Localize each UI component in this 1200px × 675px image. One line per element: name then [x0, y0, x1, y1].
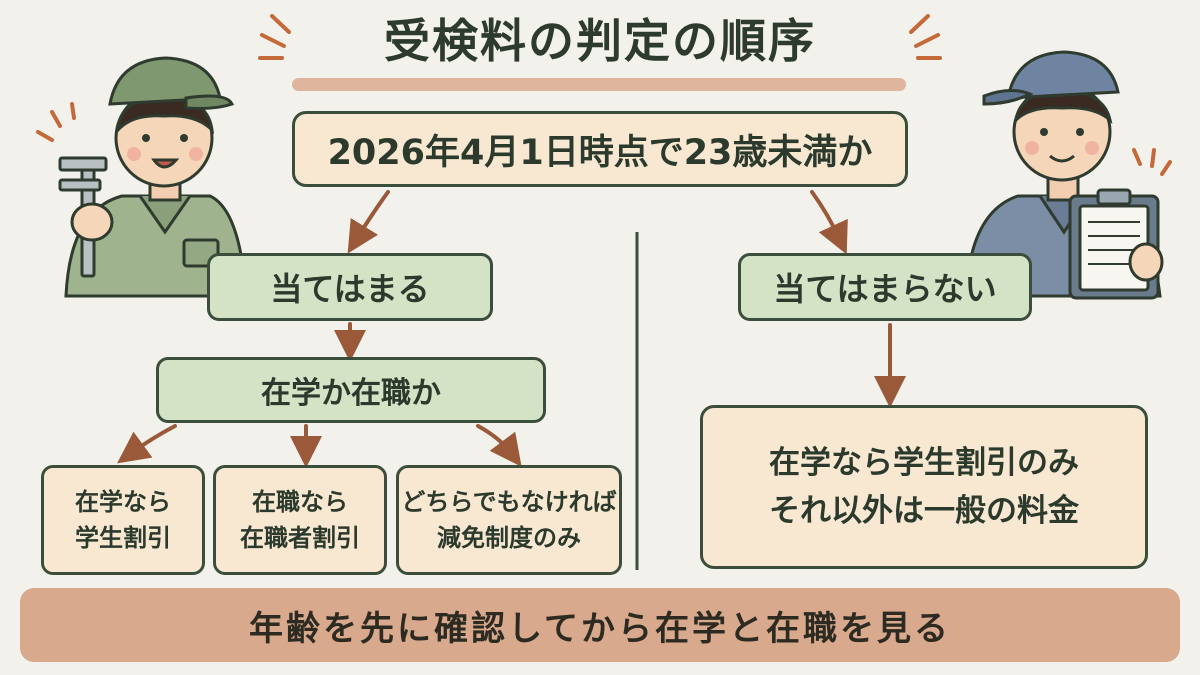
- footer-banner: 年齢を先に確認してから在学と在職を見る: [20, 588, 1180, 662]
- flow-arrows: [117, 190, 906, 468]
- arrow-main-to-yes: [347, 190, 390, 254]
- leaf-employed-box: 在職なら 在職者割引: [213, 465, 387, 575]
- worker-with-caliper-illustration: [58, 56, 248, 298]
- leaf-neither-line1: どちらでもなければ: [401, 488, 617, 516]
- sparkle-right-icon: [1132, 148, 1172, 176]
- leaf-student-box: 在学なら 学生割引: [41, 465, 205, 575]
- leaf-neither-line2: 減免制度のみ: [437, 524, 581, 552]
- leaf-neither-box: どちらでもなければ 減免制度のみ: [396, 465, 622, 575]
- title-accent-left-icon: [258, 14, 291, 60]
- sparkle-left-icon: [36, 102, 76, 142]
- leaf-student-line1: 在学なら: [75, 488, 171, 516]
- right-result-line1: 在学なら学生割引のみ: [769, 444, 1079, 481]
- arrow-main-to-no: [810, 190, 848, 255]
- branch-no-box: 当てはまらない: [738, 253, 1032, 321]
- right-result-line2: それ以外は一般の料金: [769, 493, 1079, 529]
- arrow-sub-to-leaf1: [117, 424, 177, 464]
- question-sub-box: 在学か在職か: [156, 357, 546, 423]
- question-main-box: 2026年4月1日時点で23歳未満か: [292, 111, 908, 187]
- title-accent-right-icon: [909, 14, 942, 60]
- leaf-employed-line1: 在職なら: [252, 488, 348, 516]
- worker-with-clipboard-illustration: [964, 50, 1164, 300]
- right-result-box: 在学なら学生割引のみ それ以外は一般の料金: [700, 405, 1148, 569]
- leaf-student-line2: 学生割引: [75, 524, 171, 552]
- page-title: 受検料の判定の順序: [384, 14, 816, 68]
- branch-yes-box: 当てはまる: [207, 253, 493, 321]
- arrow-sub-to-leaf3: [476, 424, 522, 467]
- title-underline: [292, 78, 906, 91]
- leaf-employed-line2: 在職者割引: [240, 524, 360, 552]
